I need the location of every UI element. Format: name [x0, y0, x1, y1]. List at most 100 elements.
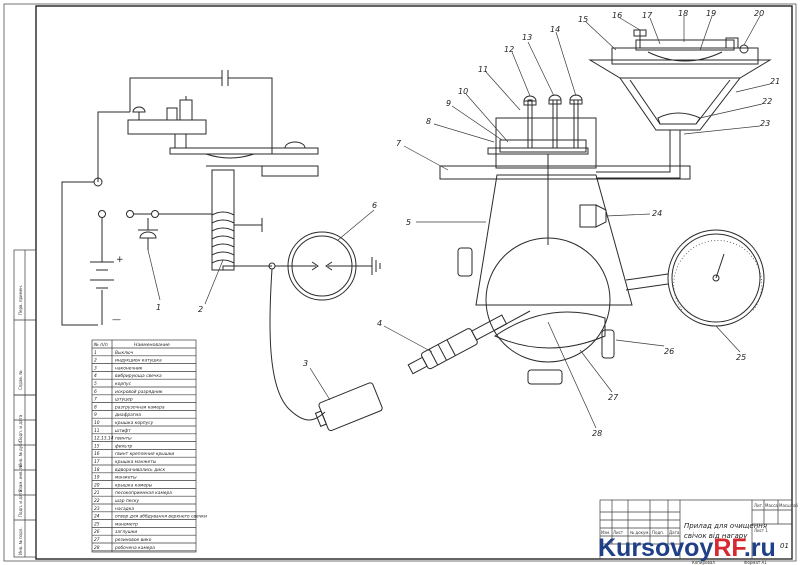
callout-24: 24	[652, 209, 662, 218]
probe-tip	[314, 382, 383, 432]
drawing-title-line1: Прилад для очищення	[684, 522, 767, 530]
side-stamp-cell: Перв. примен.	[18, 285, 23, 315]
sand-chamber-assembly	[588, 29, 772, 179]
side-stamp-cell: Инв. № дубл.	[18, 440, 23, 467]
parts-table-row-name: гвинты	[115, 437, 132, 442]
callout-21: 21	[770, 77, 780, 86]
parts-table-row-name: вдворачивались диск	[115, 468, 165, 473]
parts-table-row-number: 25	[94, 521, 100, 527]
parts-table-row-name: заглушки	[115, 530, 137, 535]
callout-10: 10	[458, 87, 468, 96]
cleaner-body	[407, 94, 691, 385]
title-block-mass: Масса	[765, 503, 778, 508]
callout-20: 20	[754, 9, 764, 18]
watermark-part1: Kursovoy	[598, 534, 713, 562]
side-stamp-cell: Инв. № подл.	[18, 527, 23, 555]
callout-26: 26	[664, 347, 674, 356]
callout-7: 7	[396, 139, 402, 148]
svg-text:KursovoyRF.ru: KursovoyRF.ru	[598, 534, 776, 562]
parts-table-row-name: наконечник	[115, 366, 143, 371]
parts-table-row-number: 20	[94, 482, 100, 488]
battery-minus-sign: —	[112, 315, 121, 325]
parts-table-row-number: 11	[94, 428, 100, 434]
side-stamp-cell: Подп. и дата	[18, 489, 23, 517]
callout-5: 5	[406, 218, 411, 227]
parts-table-row-number: 23	[94, 506, 100, 512]
parts-table-row-name: манометр	[115, 522, 138, 527]
parts-table-row-name: манжеты	[115, 476, 137, 481]
parts-table-row-number: 5	[94, 381, 97, 387]
parts-table-row-name: гвинт крепления крышки	[115, 452, 174, 457]
callout-9: 9	[446, 99, 451, 108]
electrical-circuit: + —	[61, 70, 326, 421]
pressure-gauge	[625, 229, 765, 327]
title-block-col-doc: № докум.	[630, 530, 650, 535]
parts-table-row-name: диафрагма	[114, 412, 141, 418]
format-label: Формат А1	[744, 560, 767, 565]
callout-15: 15	[578, 15, 588, 24]
parts-table-row-name: штифт	[115, 428, 131, 434]
title-block-col-izm: Изм.	[601, 530, 610, 535]
callout-1: 1	[156, 303, 161, 312]
parts-table-row-number: 16	[94, 451, 100, 457]
callout-17: 17	[642, 11, 653, 20]
parts-table-row-name: крышка манжеты	[115, 460, 157, 465]
callout-18: 18	[678, 9, 688, 18]
callout-27: 27	[608, 393, 619, 402]
title-block-col-sign: Подп.	[652, 530, 664, 535]
parts-table-row-number: 1	[94, 350, 97, 356]
title-block-col-list: Лист	[613, 530, 624, 535]
callout-19: 19	[706, 9, 716, 18]
parts-table-row-name: крышка корпусу	[115, 421, 154, 426]
parts-table-row-number: 3	[94, 365, 97, 371]
callout-25: 25	[736, 353, 746, 362]
title-block-scale: Масштаб	[779, 503, 799, 508]
callout-6: 6	[372, 201, 377, 210]
parts-table-row-number: 18	[94, 467, 100, 473]
watermark-part3: .ru	[744, 534, 776, 562]
parts-table-row-number: 12,13,14	[94, 436, 114, 442]
callout-16: 16	[612, 11, 622, 20]
title-block-sheet-count: 01	[780, 542, 789, 550]
spark-gap	[275, 231, 381, 301]
parts-table-row-name: Выключ	[115, 350, 134, 356]
parts-table-row-name: шар песку	[115, 499, 140, 504]
parts-table-row-name: искровой разрядник	[115, 389, 163, 395]
callout-2: 2	[198, 305, 203, 314]
parts-table-row-name: резиновое вико	[114, 538, 152, 543]
callout-11: 11	[478, 65, 488, 74]
copied-by-label: Копировал	[692, 560, 715, 565]
side-stamp-cell: Справ. №	[18, 371, 23, 390]
callout-12: 12	[504, 45, 514, 54]
parts-table-row-name: корпус	[115, 382, 132, 387]
parts-table-row-number: 8	[94, 404, 97, 410]
watermark-part2: RF	[713, 534, 746, 562]
parts-table-row-number: 7	[94, 397, 97, 403]
parts-table-header-no: № п/п	[93, 342, 108, 348]
title-block-col-date: Дата	[669, 530, 680, 535]
callout-13: 13	[522, 33, 532, 42]
parts-table-row-name: фильтр	[115, 443, 133, 449]
parts-table-row-number: 19	[94, 475, 100, 481]
leader-lines	[147, 15, 771, 429]
outer-frame	[3, 3, 797, 562]
parts-table-row-number: 22	[94, 498, 100, 504]
callout-28: 28	[592, 429, 602, 438]
callout-3: 3	[303, 359, 308, 368]
parts-table-row-number: 24	[94, 514, 100, 520]
parts-table-header-name: Наименование	[134, 342, 170, 348]
parts-table-row-number: 4	[94, 373, 97, 379]
callout-23: 23	[760, 119, 770, 128]
parts-table-row-name: робочена камера	[114, 545, 155, 551]
parts-table-row-number: 17	[94, 459, 100, 465]
parts-table-row-name: отвор для аббдування верхнего свечки	[115, 514, 207, 520]
parts-table-row-name: песокоприемная камера	[115, 491, 172, 496]
parts-table-row-number: 6	[94, 389, 97, 395]
parts-table-row-name: насадка	[115, 507, 134, 512]
callout-8: 8	[426, 117, 431, 126]
side-stamp: Инв. № подл. Подп. и дата Взам. инв. № И…	[13, 249, 37, 558]
drawing-title-line2: свічок від нагару	[684, 532, 748, 540]
